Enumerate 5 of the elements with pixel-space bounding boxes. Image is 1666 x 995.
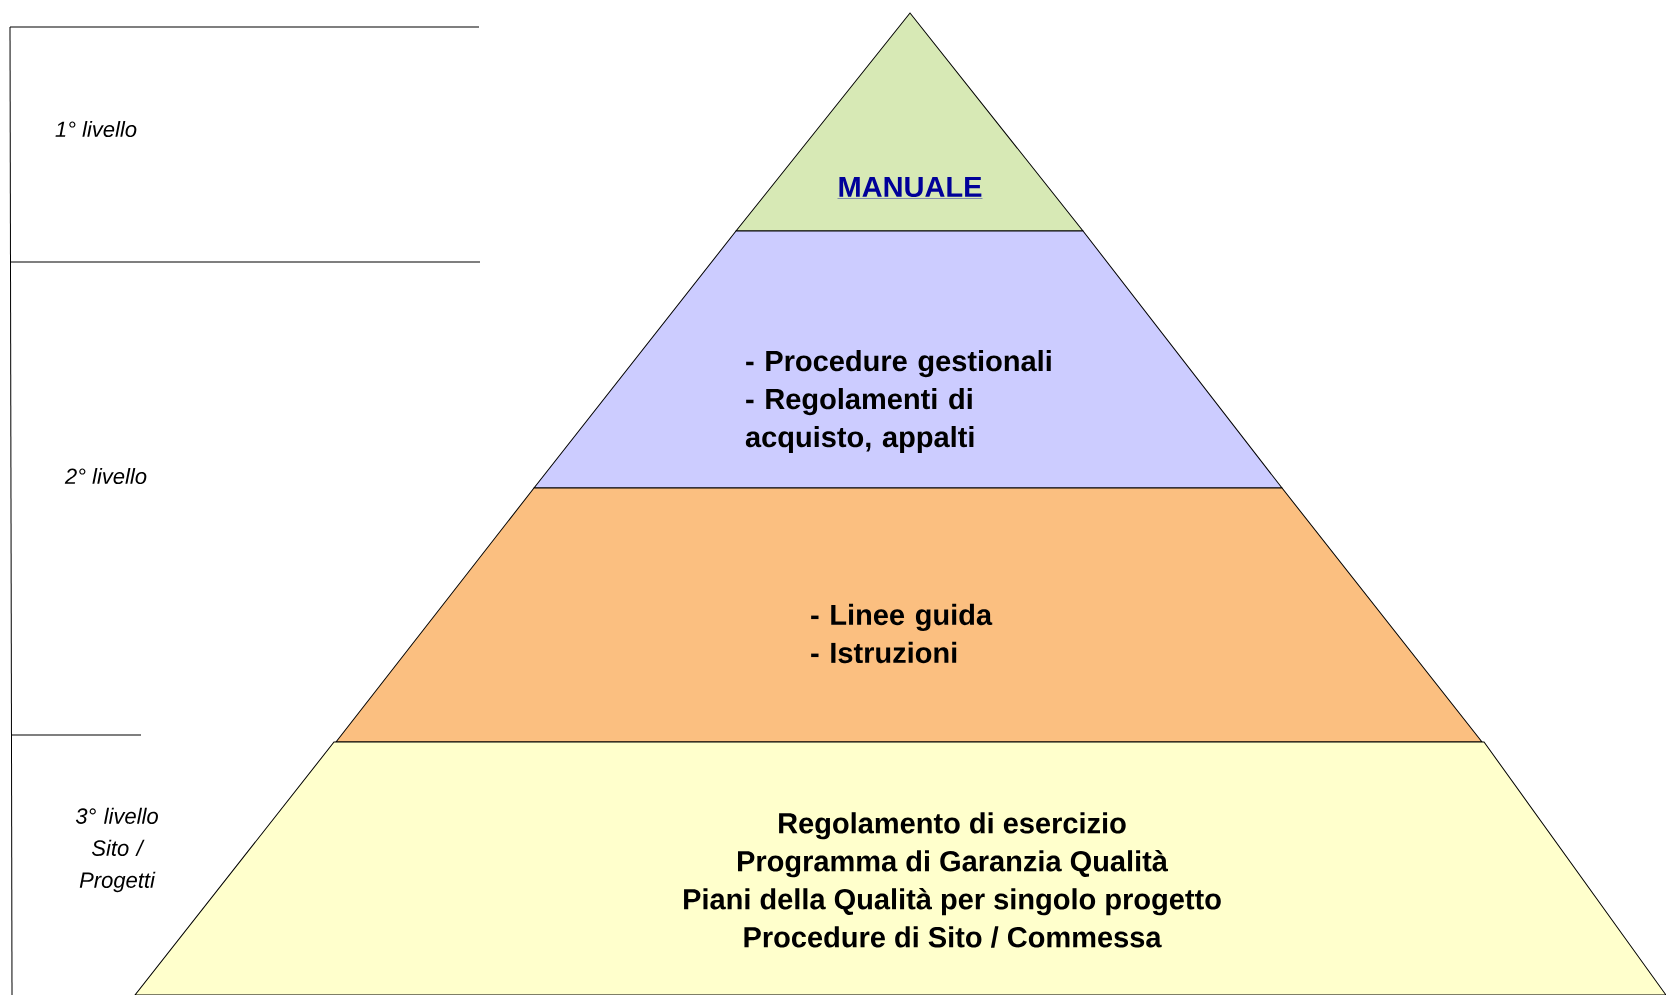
pyramid-tier: - Linee guida - Istruzioni (335, 487, 1483, 743)
pyramid-tier: - Procedure gestionali - Regolamenti di acquisto, appalti (533, 230, 1283, 489)
level-label: 1° livello (55, 120, 137, 138)
pyramid-tier: MANUALE (735, 12, 1084, 232)
level-label: 2° livello (64, 467, 147, 485)
